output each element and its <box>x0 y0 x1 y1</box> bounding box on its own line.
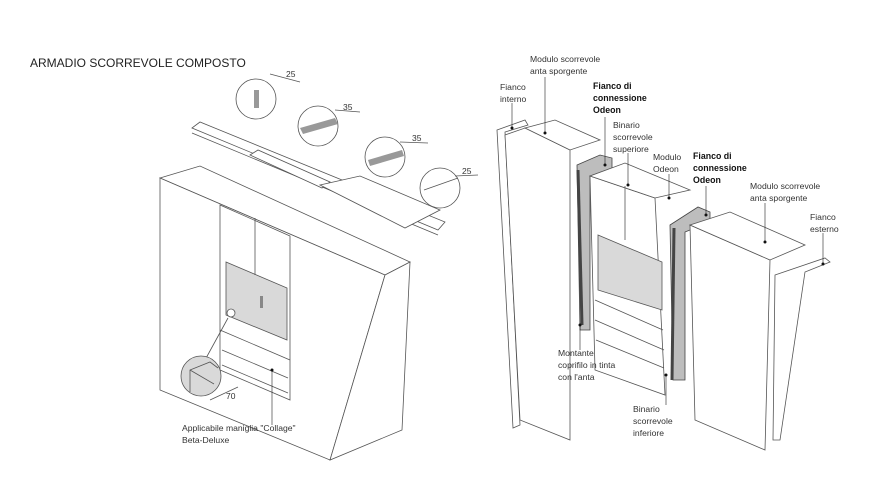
dimension-35-a: 35 <box>343 102 353 112</box>
dimension-25-b: 25 <box>462 166 472 176</box>
fianco-interno-panel <box>496 119 529 429</box>
rail-detail-4 <box>419 167 461 209</box>
label-fianco-esterno: Fianco esterno <box>810 212 839 234</box>
diagram-title: ARMADIO SCORREVOLE COMPOSTO <box>30 56 246 70</box>
label-modulo-odeon: Modulo Odeon <box>653 152 684 174</box>
exploded-rails: 25 35 35 25 <box>191 69 479 236</box>
wardrobe-side <box>329 261 411 461</box>
label-fianco-interno: Fianco interno <box>500 82 528 104</box>
fianco-esterno-panel <box>772 257 831 441</box>
dimension-70: 70 <box>226 391 236 401</box>
modulo-scorrevole-right <box>689 224 771 451</box>
label-montante: Montante coprifilo in tinta con l'anta <box>558 348 618 382</box>
open-compartment <box>225 261 288 341</box>
label-binario-inferiore: Binario scorrevole inferiore <box>633 404 675 438</box>
dimension-25-a: 25 <box>286 69 296 79</box>
exploded-composition <box>496 119 831 451</box>
label-modulo-scorrevole-2: Modulo scorrevole anta sporgente <box>750 181 823 203</box>
assembled-wardrobe: 70 Applicabile maniglia "Collage" Beta-D… <box>158 165 411 461</box>
label-fianco-connessione-1: Fianco di connessione Odeon <box>593 81 649 115</box>
detail-marker <box>226 308 236 318</box>
dimension-35-b: 35 <box>412 133 422 143</box>
label-handle: Applicabile maniglia "Collage" Beta-Delu… <box>182 423 298 445</box>
label-modulo-scorrevole-1: Modulo scorrevole anta sporgente <box>530 54 603 76</box>
leader-lines <box>510 77 825 405</box>
label-binario-superiore: Binario scorrevole superiore <box>613 120 655 154</box>
label-fianco-connessione-2: Fianco di connessione Odeon <box>693 151 749 185</box>
modulo-scorrevole-left <box>504 127 571 441</box>
